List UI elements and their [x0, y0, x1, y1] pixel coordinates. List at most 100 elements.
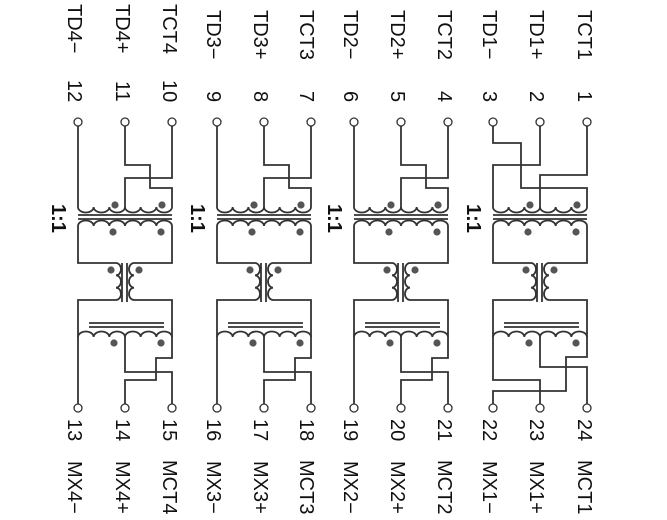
polarity-dot [249, 339, 257, 347]
primary-winding [353, 206, 402, 214]
primary-winding [77, 206, 126, 214]
wire [492, 226, 531, 264]
line-winding [539, 330, 588, 338]
polarity-dot [135, 266, 143, 274]
wire [124, 126, 173, 207]
pin-terminal-icon [259, 403, 269, 413]
line-winding [400, 330, 449, 338]
polarity-dot [110, 339, 118, 347]
primary-winding [216, 206, 265, 214]
primary-winding [539, 206, 588, 214]
ratio-label-ch1: 1:1 [462, 204, 484, 233]
wire [410, 299, 449, 337]
polarity-dot [107, 266, 115, 274]
polarity-dot [572, 339, 580, 347]
polarity-dot [250, 201, 258, 209]
pin-terminal-icon [167, 117, 177, 127]
polarity-dot [158, 201, 166, 209]
wire [410, 226, 449, 264]
pin-terminal-icon [349, 117, 359, 127]
pin-terminal-icon [120, 117, 130, 127]
polarity-dot [274, 266, 282, 274]
pin-terminal-icon [396, 403, 406, 413]
polarity-dot [157, 339, 165, 347]
choke-winding [128, 262, 135, 301]
pin-label-td3-minus: TD3−9 [202, 10, 224, 102]
wire [216, 299, 255, 337]
ratio-label-ch4: 1:1 [47, 204, 69, 233]
secondary-winding [77, 219, 173, 227]
choke-winding [543, 262, 550, 301]
secondary-winding [492, 219, 588, 227]
pin-terminal-icon [535, 403, 545, 413]
wire [492, 299, 531, 337]
line-winding [216, 330, 265, 338]
secondary-winding [353, 219, 449, 227]
pin-terminal-icon [259, 117, 269, 127]
pin-label-td1-plus: TD1+2 [525, 10, 547, 102]
primary-winding [400, 206, 449, 214]
wire [400, 126, 449, 207]
wire [124, 337, 173, 404]
wire [124, 126, 173, 207]
polarity-dot [525, 339, 533, 347]
wire [263, 337, 312, 404]
polarity-dot [524, 228, 532, 236]
wire [216, 226, 255, 264]
wire [539, 337, 588, 404]
polarity-dot [157, 228, 165, 236]
pin-terminal-icon [349, 403, 359, 413]
pin-terminal-icon [443, 403, 453, 413]
wire [263, 337, 312, 404]
wire [263, 126, 312, 207]
polarity-dot [386, 339, 394, 347]
choke-winding [391, 262, 398, 301]
wire [400, 126, 449, 207]
line-winding [353, 330, 402, 338]
pin-label-td2-minus: TD2−6 [339, 10, 361, 102]
primary-winding [124, 206, 173, 214]
wire [353, 299, 392, 337]
pin-terminal-icon [73, 117, 83, 127]
pin-terminal-icon [306, 117, 316, 127]
pin-terminal-icon [167, 403, 177, 413]
wire [539, 126, 588, 207]
wire [549, 299, 588, 337]
polarity-dot [111, 201, 119, 209]
line-winding [492, 330, 541, 338]
secondary-winding [216, 219, 312, 227]
polarity-dot [572, 228, 580, 236]
pin-terminal-icon [488, 403, 498, 413]
polarity-dot [385, 228, 393, 236]
primary-winding [263, 206, 312, 214]
wire [273, 299, 312, 337]
line-winding [263, 330, 312, 338]
polarity-dot [526, 201, 534, 209]
polarity-dot [433, 228, 441, 236]
polarity-dot [109, 228, 117, 236]
polarity-dot [383, 266, 391, 274]
ratio-label-ch3: 1:1 [186, 204, 208, 233]
pin-terminal-icon [535, 117, 545, 127]
polarity-dot [573, 201, 581, 209]
wire [77, 226, 116, 264]
pin-label-td2-plus: TD2+5 [386, 10, 408, 102]
polarity-dot [433, 339, 441, 347]
choke-winding [530, 262, 537, 301]
wire [124, 337, 173, 404]
polarity-dot [387, 201, 395, 209]
wire [400, 337, 449, 404]
wire [492, 337, 588, 404]
